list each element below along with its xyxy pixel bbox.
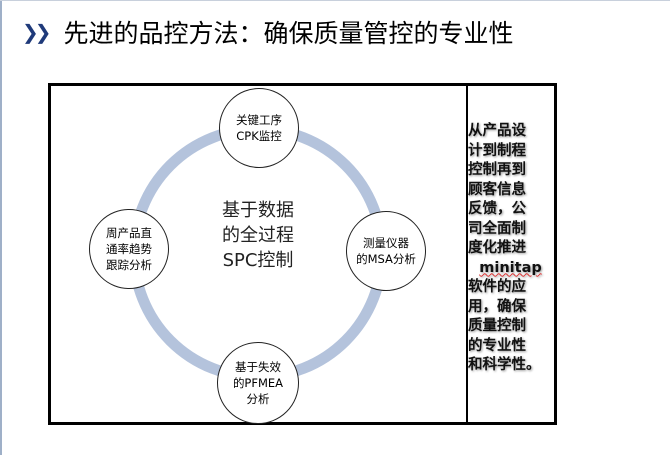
side-line: 软件的应 <box>468 279 526 295</box>
side-line: 和科学性。 <box>468 357 541 373</box>
side-line: 反馈，公 <box>468 201 526 217</box>
side-line: 计到制程 <box>468 142 526 159</box>
node-text: 测量仪器 <box>363 236 409 250</box>
side-line: 顾客信息 <box>468 181 526 198</box>
center-line: 基于数据 <box>222 200 294 221</box>
node-text: 通率趋势 <box>106 242 152 256</box>
node-text: 的PFMEA <box>232 376 284 390</box>
node-msa: 测量仪器 的MSA分析 <box>346 211 426 291</box>
node-text: 的MSA分析 <box>356 252 416 266</box>
slide-edge <box>0 0 2 455</box>
node-yield-trend: 周产品直 通率趋势 跟踪分析 <box>89 209 169 289</box>
side-description: 从产品设 计到制程 控制再到 顾客信息 反馈，公 司全面制 度化推进 minit… <box>468 122 553 376</box>
node-text: 关键工序 <box>236 113 282 127</box>
center-line: 的全过程 <box>222 225 294 246</box>
center-line: SPC控制 <box>222 250 294 271</box>
side-line: 度化推进 <box>468 240 526 256</box>
divider <box>466 83 468 425</box>
center-text: 基于数据 的全过程 SPC控制 <box>198 198 318 273</box>
slide-title: ❯❯ 先进的品控方法：确保质量管控的专业性 <box>22 14 514 50</box>
side-line: 质量控制 <box>468 318 526 334</box>
double-chevron-icon: ❯❯ <box>22 20 51 44</box>
node-text: 周产品直 <box>106 226 152 240</box>
side-line: 司全面制 <box>468 220 526 237</box>
node-text: 分析 <box>246 392 270 406</box>
node-text: 基于失效 <box>234 360 281 374</box>
side-line: 从产品设 <box>468 123 526 139</box>
side-line: 用，确保 <box>468 298 526 315</box>
side-line: 的专业性 <box>468 337 526 354</box>
node-text: CPK监控 <box>236 129 282 143</box>
diagram-frame <box>48 83 557 425</box>
slide-top-edge <box>0 0 670 1</box>
side-line-minitap: minitap <box>479 259 542 276</box>
node-pfmea: 基于失效 的PFMEA 分析 <box>217 342 299 424</box>
title-text: 先进的品控方法：确保质量管控的专业性 <box>63 19 514 48</box>
node-text: 跟踪分析 <box>106 258 152 272</box>
node-cpk: 关键工序 CPK监控 <box>219 88 299 168</box>
side-line: 控制再到 <box>468 162 526 178</box>
